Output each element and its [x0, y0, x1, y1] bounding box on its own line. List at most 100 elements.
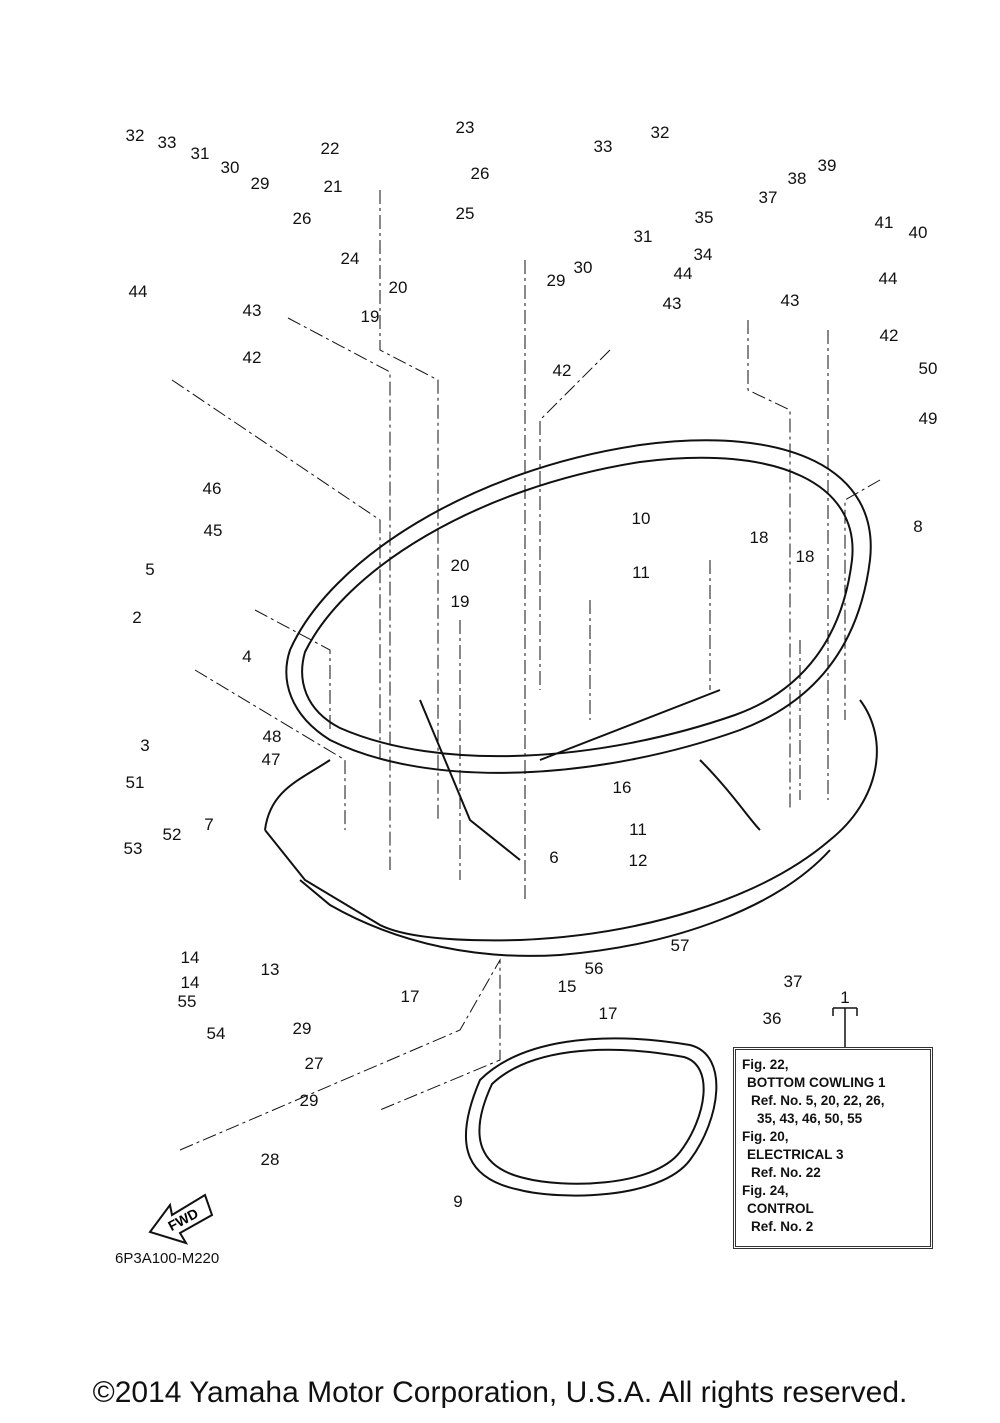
callout-35: 35: [695, 208, 714, 227]
cowling-skirt: [299, 849, 831, 957]
callout-37: 37: [784, 972, 803, 991]
callout-5: 5: [145, 560, 154, 579]
callout-53: 53: [124, 839, 143, 858]
callout-17: 17: [401, 987, 420, 1006]
callout-33: 33: [594, 137, 613, 156]
cowling-rim-inner: [301, 456, 854, 758]
bottom-gasket-inner: [478, 1048, 705, 1185]
legend-line: Fig. 22,: [742, 1057, 789, 1072]
legend-line: CONTROL: [747, 1201, 814, 1216]
callout-29: 29: [547, 271, 566, 290]
callout-6: 6: [549, 848, 558, 867]
callout-42: 42: [553, 361, 572, 380]
callout-20: 20: [451, 556, 470, 575]
callout-55: 55: [178, 992, 197, 1011]
callout-3: 3: [140, 736, 149, 755]
copyright-footer: ©2014 Yamaha Motor Corporation, U.S.A. A…: [92, 1376, 908, 1409]
callout-23: 23: [456, 118, 475, 137]
callout-18: 18: [750, 528, 769, 547]
leader-lines: [171, 190, 881, 1151]
callout-43: 43: [781, 291, 800, 310]
callout-8: 8: [913, 517, 922, 536]
reference-legend-box: Fig. 22, BOTTOM COWLING 1 Ref. No. 5, 20, …: [733, 1047, 933, 1249]
legend-line: BOTTOM COWLING 1: [747, 1075, 886, 1090]
callout-26: 26: [293, 209, 312, 228]
cowling-inner-wall: [419, 689, 761, 861]
callout-42: 42: [243, 348, 262, 367]
callout-47: 47: [262, 750, 281, 769]
callout-31: 31: [634, 227, 653, 246]
fwd-arrow: [148, 1193, 214, 1245]
callout-46: 46: [203, 479, 222, 498]
callout-29: 29: [293, 1019, 312, 1038]
callout-37: 37: [759, 188, 778, 207]
callout-14: 14: [181, 973, 200, 992]
callout-7: 7: [204, 815, 213, 834]
cowling-drawing: [264, 439, 878, 1197]
callout-57: 57: [671, 936, 690, 955]
callout-4: 4: [242, 647, 251, 666]
callout-24: 24: [341, 249, 360, 268]
callout-9: 9: [453, 1192, 462, 1211]
callout-15: 15: [558, 977, 577, 996]
callout-33: 33: [158, 133, 177, 152]
callout-52: 52: [163, 825, 182, 844]
legend-line: ELECTRICAL 3: [747, 1147, 844, 1162]
callout-22: 22: [321, 139, 340, 158]
callout-39: 39: [818, 156, 837, 175]
callout-2: 2: [132, 608, 141, 627]
callout-40: 40: [909, 223, 928, 242]
callout-41: 41: [875, 213, 894, 232]
legend-line: Fig. 24,: [742, 1183, 789, 1198]
callout-38: 38: [788, 169, 807, 188]
legend-line: Fig. 20,: [742, 1129, 789, 1144]
callout-21: 21: [324, 177, 343, 196]
callout-49: 49: [919, 409, 938, 428]
cowling-body: [264, 699, 878, 942]
model-code: 6P3A100-M220: [115, 1250, 220, 1267]
callout-42: 42: [880, 326, 899, 345]
callout-13: 13: [261, 960, 280, 979]
callout-36: 36: [763, 1009, 782, 1028]
callout-34: 34: [694, 245, 713, 264]
callout-30: 30: [221, 158, 240, 177]
legend-line: 35, 43, 46, 50, 55: [757, 1111, 863, 1126]
callout-29: 29: [251, 174, 270, 193]
callout-44: 44: [129, 282, 148, 301]
legend-line: Ref. No. 5, 20, 22, 26,: [751, 1093, 885, 1108]
callout-43: 43: [663, 294, 682, 313]
legend-line: Ref. No. 22: [751, 1165, 821, 1180]
callout-30: 30: [574, 258, 593, 277]
callout-50: 50: [919, 359, 938, 378]
callout-12: 12: [629, 851, 648, 870]
callout-51: 51: [126, 773, 145, 792]
callout-18: 18: [796, 547, 815, 566]
legend-line: Ref. No. 2: [751, 1219, 814, 1234]
callout-25: 25: [456, 204, 475, 223]
callout-28: 28: [261, 1150, 280, 1169]
callout-14: 14: [181, 948, 200, 967]
callout-19: 19: [451, 592, 470, 611]
callout-31: 31: [191, 144, 210, 163]
callout-32: 32: [651, 123, 670, 142]
cowling-rim-outer: [285, 439, 872, 774]
callout-16: 16: [613, 778, 632, 797]
callout-1: 1: [840, 988, 849, 1007]
callout-45: 45: [204, 521, 223, 540]
callout-54: 54: [207, 1024, 226, 1043]
callout-26: 26: [471, 164, 490, 183]
bottom-gasket: [464, 1037, 718, 1197]
callout-20: 20: [389, 278, 408, 297]
callout-43: 43: [243, 301, 262, 320]
callout-44: 44: [674, 264, 693, 283]
callout-10: 10: [632, 509, 651, 528]
callout-17: 17: [599, 1004, 618, 1023]
callout-32: 32: [126, 126, 145, 145]
callout-48: 48: [263, 727, 282, 746]
callout-56: 56: [585, 959, 604, 978]
callout-11: 11: [632, 563, 650, 582]
callout-44: 44: [879, 269, 898, 288]
